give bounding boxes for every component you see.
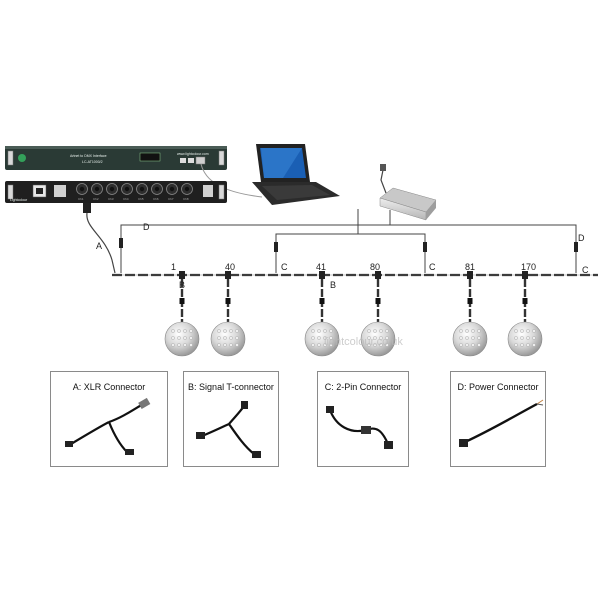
tag-c-1: C <box>281 262 288 272</box>
pixel-ball-light <box>452 271 488 357</box>
xlr-lead <box>83 203 116 274</box>
xlr-output-port-icon: Ch8 <box>181 183 193 201</box>
xlr-output-port-icon: Ch4 <box>121 183 133 201</box>
xlr-input-icon <box>54 185 66 197</box>
controller-model: LC-AT1000/2 <box>82 160 103 164</box>
legend-panel-power: D: Power Connector <box>450 371 546 467</box>
address-mark: 41 <box>316 262 326 272</box>
pixel-ball-light <box>304 271 340 357</box>
power-supply <box>379 164 437 221</box>
tag-a: A <box>96 241 102 251</box>
mains-plug-icon <box>380 164 386 171</box>
port-label: Ch6 <box>153 197 159 201</box>
address-mark: 40 <box>225 262 235 272</box>
xlr-output-port-icon: Ch5 <box>136 183 148 201</box>
port-label: Ch2 <box>93 197 99 201</box>
pixel-ball-light <box>210 271 246 357</box>
laptop <box>252 144 340 205</box>
port-label: Ch7 <box>168 197 174 201</box>
xlr-output-port-icon: Ch3 <box>106 183 118 201</box>
port-label: Ch3 <box>108 197 114 201</box>
watermark: lightcolour.co.uk <box>324 336 403 348</box>
power-connector-icon <box>459 399 544 447</box>
splitter-brand: Lightcolour <box>10 198 28 202</box>
dmx-splitter: Ch1 Ch2 Ch3 Ch4 Ch5 Ch6 Ch7 Ch8 Lightcolour <box>5 181 227 203</box>
port-label: Ch4 <box>123 197 129 201</box>
xlr-output-port-icon: Ch1 <box>76 183 88 201</box>
pixel-ball-light <box>507 271 543 357</box>
artnet-dmx-controller: Artnet to DMX Interface LC-AT1000/2 www.… <box>5 146 227 170</box>
port-label: Ch5 <box>138 197 144 201</box>
tag-c-3: C <box>582 265 589 275</box>
port-label: Ch1 <box>78 197 84 201</box>
tag-c-2: C <box>429 262 436 272</box>
power-connector-markers <box>119 238 578 252</box>
address-mark: 80 <box>370 262 380 272</box>
legend-title: A: XLR Connector <box>72 382 146 392</box>
power-wiring <box>120 209 577 273</box>
pixel-ball-light <box>164 271 200 357</box>
controller-web: www.lightcolour.com <box>177 152 209 156</box>
legend-title: B: Signal T-connector <box>188 382 274 392</box>
xlr-connector-icon <box>65 397 151 455</box>
legend-title: C: 2-Pin Connector <box>324 382 402 392</box>
tag-b-left: B <box>179 280 185 290</box>
legend-panel-t-connector: B: Signal T-connector <box>183 371 279 467</box>
legend-panel-2pin: C: 2-Pin Connector <box>317 371 409 467</box>
address-mark: 81 <box>465 262 475 272</box>
xlr-output-port-icon: Ch6 <box>151 183 163 201</box>
xlr-output-port-icon: Ch7 <box>166 183 178 201</box>
power-led-icon <box>18 154 26 162</box>
splitter-output-ports: Ch1 Ch2 Ch3 Ch4 Ch5 Ch6 Ch7 Ch8 <box>76 183 193 201</box>
tag-d-right: D <box>578 233 585 243</box>
tag-b-right: B <box>330 280 336 290</box>
lcd-display <box>139 152 161 162</box>
address-mark: 170 <box>521 262 536 272</box>
mains-cable <box>380 169 387 194</box>
port-label: Ch8 <box>183 197 189 201</box>
t-connector-icon <box>196 401 261 458</box>
legend-title: D: Power Connector <box>457 382 539 392</box>
tag-d-left: D <box>143 222 150 232</box>
pixel-ball-light <box>360 271 396 357</box>
xlr-through-icon <box>203 185 213 197</box>
xlr-output-port-icon: Ch2 <box>91 183 103 201</box>
legend-panel-xlr: A: XLR Connector <box>50 371 168 467</box>
pixel-taps <box>164 271 543 357</box>
ethernet-port-icon <box>195 156 206 165</box>
two-pin-connector-icon <box>326 406 393 449</box>
address-mark: 1 <box>171 262 176 272</box>
controller-title: Artnet to DMX Interface <box>70 154 107 158</box>
